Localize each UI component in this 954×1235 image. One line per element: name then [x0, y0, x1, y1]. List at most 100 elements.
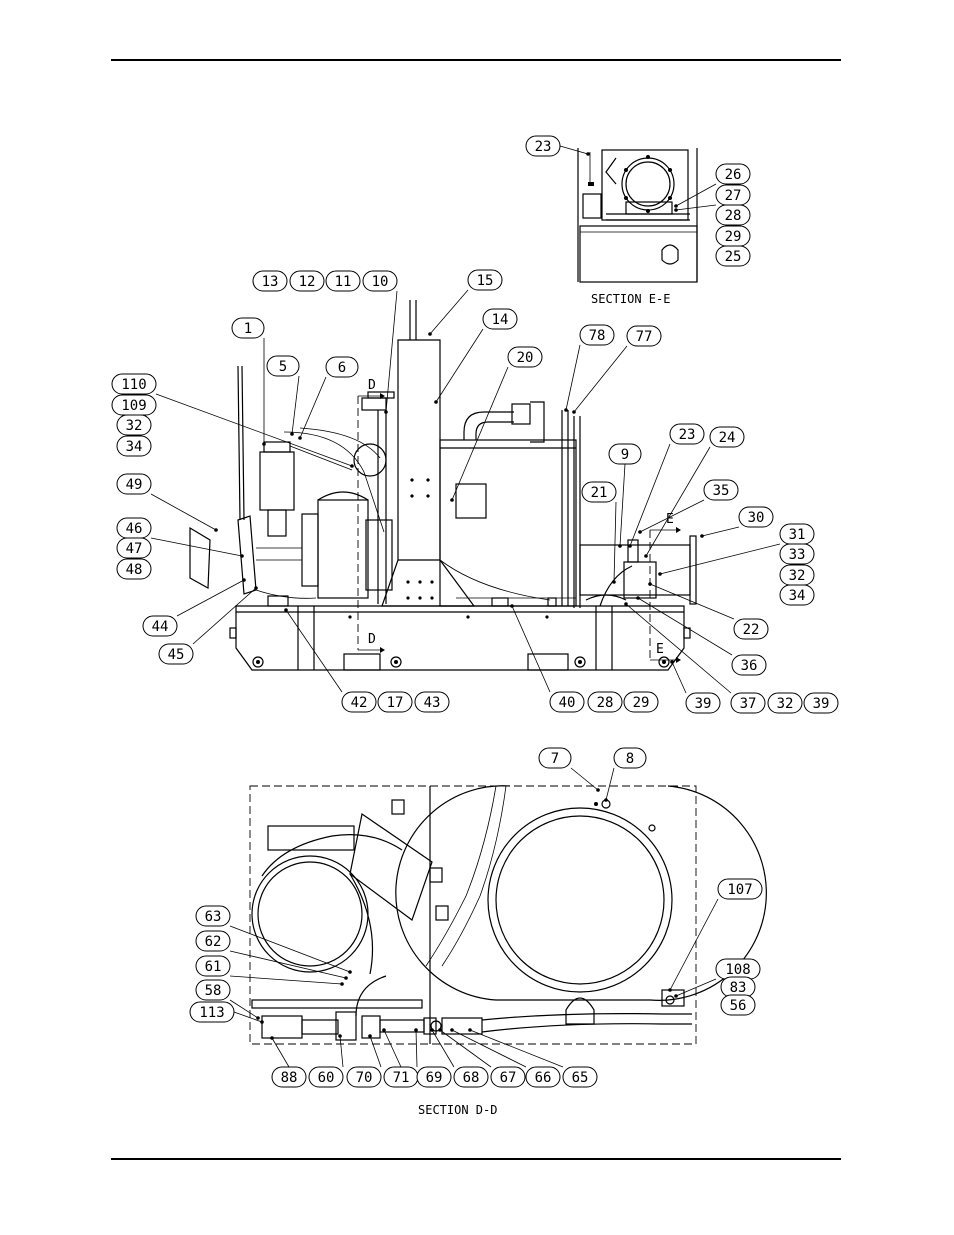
leader-line-main_view-28: [660, 544, 780, 574]
leader-arrow-main_view-3: [384, 410, 388, 414]
leader-arrow-section_d-14: [382, 1028, 386, 1032]
leader-arrow-main_view-20: [242, 578, 246, 582]
callout-number-section_d-15: 69: [426, 1070, 443, 1086]
leader-line-main_view-17: [151, 538, 242, 556]
callout-number-section_d-14: 71: [393, 1070, 410, 1086]
leader-arrow-section_d-8: [674, 994, 678, 998]
callout-number-main_view-31: 34: [789, 588, 806, 604]
leader-arrow-main_view-27: [700, 534, 704, 538]
cut-d-bottom-label: D: [368, 632, 376, 647]
callout-number-main_view-33: 36: [741, 658, 758, 674]
leader-line-section_d-13: [370, 1036, 381, 1067]
callout-number-section_d-4: 62: [205, 934, 222, 950]
leader-arrow-section_d-12: [338, 1034, 342, 1038]
leader-line-main_view-26: [640, 500, 704, 532]
leader-arrow-main_view-5: [434, 400, 438, 404]
leader-line-section_d-1: [606, 768, 614, 800]
leader-arrow-section_d-19: [468, 1028, 472, 1032]
callout-number-main_view-12: 110: [121, 377, 146, 393]
leader-arrow-section_e-1: [674, 204, 678, 208]
callout-number-main_view-28: 31: [789, 527, 806, 543]
leader-arrow-main_view-34: [284, 608, 288, 612]
callout-number-section_d-13: 70: [356, 1070, 373, 1086]
section-d-title: SECTION D-D: [418, 1103, 497, 1117]
callout-number-main_view-34: 42: [351, 695, 368, 711]
leader-line-section_d-0: [571, 768, 598, 790]
leader-arrow-section_d-15: [414, 1028, 418, 1032]
leader-arrow-main_view-8: [298, 436, 302, 440]
leader-arrow-main_view-17: [240, 554, 244, 558]
leader-line-section_d-15: [416, 1030, 417, 1067]
callout-number-main_view-4: 15: [477, 273, 494, 289]
callout-number-main_view-36: 43: [424, 695, 441, 711]
leader-arrow-section_d-13: [368, 1034, 372, 1038]
callout-number-main_view-14: 32: [126, 418, 143, 434]
leader-arrow-section_d-0: [596, 788, 600, 792]
leader-line-main_view-37: [512, 606, 550, 692]
callout-number-main_view-25: 21: [591, 485, 608, 501]
callout-number-main_view-37: 40: [559, 695, 576, 711]
callout-number-main_view-41: 37: [740, 696, 757, 712]
callout-number-main_view-35: 17: [387, 695, 404, 711]
callout-number-section_d-10: 56: [730, 998, 747, 1014]
leader-line-section_d-14: [384, 1030, 401, 1067]
leader-arrow-section_d-16: [430, 1028, 434, 1032]
leader-arrow-main_view-4: [428, 332, 432, 336]
leader-line-main_view-10: [566, 345, 580, 410]
leader-arrow-main_view-41: [624, 602, 628, 606]
section-d-d-view: [250, 786, 766, 1044]
callout-number-main_view-23: 23: [679, 427, 696, 443]
callout-number-section_d-6: 58: [205, 983, 222, 999]
leader-arrow-section_d-1: [604, 798, 608, 802]
leader-arrow-section_d-6: [256, 1016, 260, 1020]
leader-arrow-main_view-28: [658, 572, 662, 576]
callout-number-main_view-1: 12: [299, 274, 316, 290]
callout-number-section_d-17: 67: [500, 1070, 517, 1086]
leader-arrow-section_e-2: [674, 208, 678, 212]
callout-number-section_e-1: 26: [725, 167, 742, 183]
leader-arrow-main_view-32: [648, 582, 652, 586]
leader-arrow-main_view-9: [450, 498, 454, 502]
leader-arrow-main_view-6: [262, 442, 266, 446]
callout-number-section_d-2: 107: [727, 882, 752, 898]
callout-number-main_view-2: 11: [335, 274, 352, 290]
leader-line-main_view-40: [672, 662, 686, 693]
leader-arrow-section_d-18: [450, 1028, 454, 1032]
callout-number-section_d-12: 60: [318, 1070, 335, 1086]
leader-line-main_view-16: [151, 494, 216, 530]
leader-line-main_view-9: [452, 367, 508, 500]
leader-arrow-section_d-3: [348, 970, 352, 974]
leader-line-main_view-12: [156, 394, 352, 466]
leader-line-main_view-25: [614, 502, 616, 582]
callout-number-main_view-8: 6: [338, 360, 346, 376]
callout-number-main_view-19: 48: [126, 562, 143, 578]
callout-number-main_view-18: 47: [126, 541, 143, 557]
callout-number-section_e-3: 28: [725, 208, 742, 224]
leader-arrow-section_e-0: [586, 152, 590, 156]
leader-arrow-section_d-17: [438, 1028, 442, 1032]
leader-arrow-section_d-11: [270, 1036, 274, 1040]
leader-line-main_view-20: [177, 580, 244, 616]
leader-arrow-main_view-33: [636, 596, 640, 600]
callout-number-section_d-3: 63: [205, 909, 222, 925]
leader-line-section_d-18: [452, 1030, 526, 1067]
leader-line-main_view-27: [702, 527, 739, 536]
callout-number-main_view-40: 39: [695, 696, 712, 712]
leader-line-main_view-22: [620, 464, 625, 546]
callout-number-main_view-6: 1: [244, 321, 252, 337]
leader-line-section_d-5: [230, 976, 342, 984]
leader-line-main_view-7: [292, 376, 299, 434]
cut-d-top-label: D: [368, 378, 376, 393]
callout-number-section_d-18: 66: [535, 1070, 552, 1086]
callout-number-main_view-15: 34: [126, 439, 143, 455]
leader-arrow-main_view-10: [564, 408, 568, 412]
callout-number-section_d-8: 108: [725, 962, 750, 978]
leader-line-main_view-41: [626, 604, 731, 693]
callout-number-section_d-1: 8: [626, 751, 634, 767]
callout-number-main_view-16: 49: [126, 477, 143, 493]
leader-line-section_d-11: [272, 1038, 289, 1067]
section-e-e-view: [578, 148, 697, 282]
main-elevation-view: [190, 300, 696, 670]
callout-number-section_d-9: 83: [730, 980, 747, 996]
leader-arrow-main_view-7: [290, 432, 294, 436]
